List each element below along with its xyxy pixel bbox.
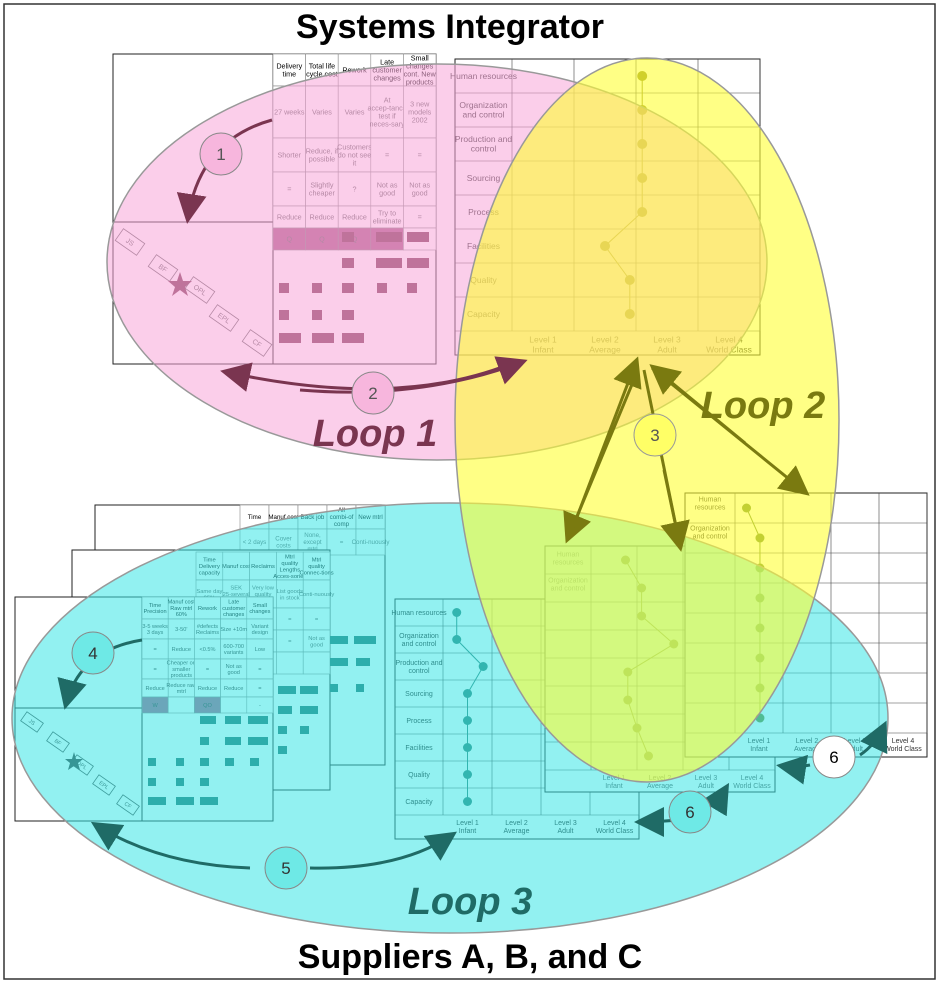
loop2-label: Loop 2 [701,385,826,427]
svg-text:4: 4 [88,644,97,663]
step-5: 5 [264,846,308,890]
page-footer: Suppliers A, B, and C [298,938,642,976]
step-3: 3 [633,413,677,457]
svg-text:3: 3 [650,426,659,445]
step-1: 1 [199,132,243,176]
step-4: 4 [71,631,115,675]
svg-text:1: 1 [216,145,225,164]
step-2: 2 [351,371,395,415]
svg-text:2: 2 [368,384,377,403]
table-header: Manuf cost [268,514,299,521]
table-cell [272,53,306,87]
svg-text:6: 6 [685,803,694,822]
svg-text:6: 6 [829,748,838,767]
step-6a: 6 [668,790,712,834]
table-header: Time [248,514,262,521]
step-6b: 6 [812,735,856,779]
svg-text:5: 5 [281,859,290,878]
loop1-label: Loop 1 [313,413,438,455]
page-title: Systems Integrator [296,8,604,46]
loop3-label: Loop 3 [408,881,533,923]
